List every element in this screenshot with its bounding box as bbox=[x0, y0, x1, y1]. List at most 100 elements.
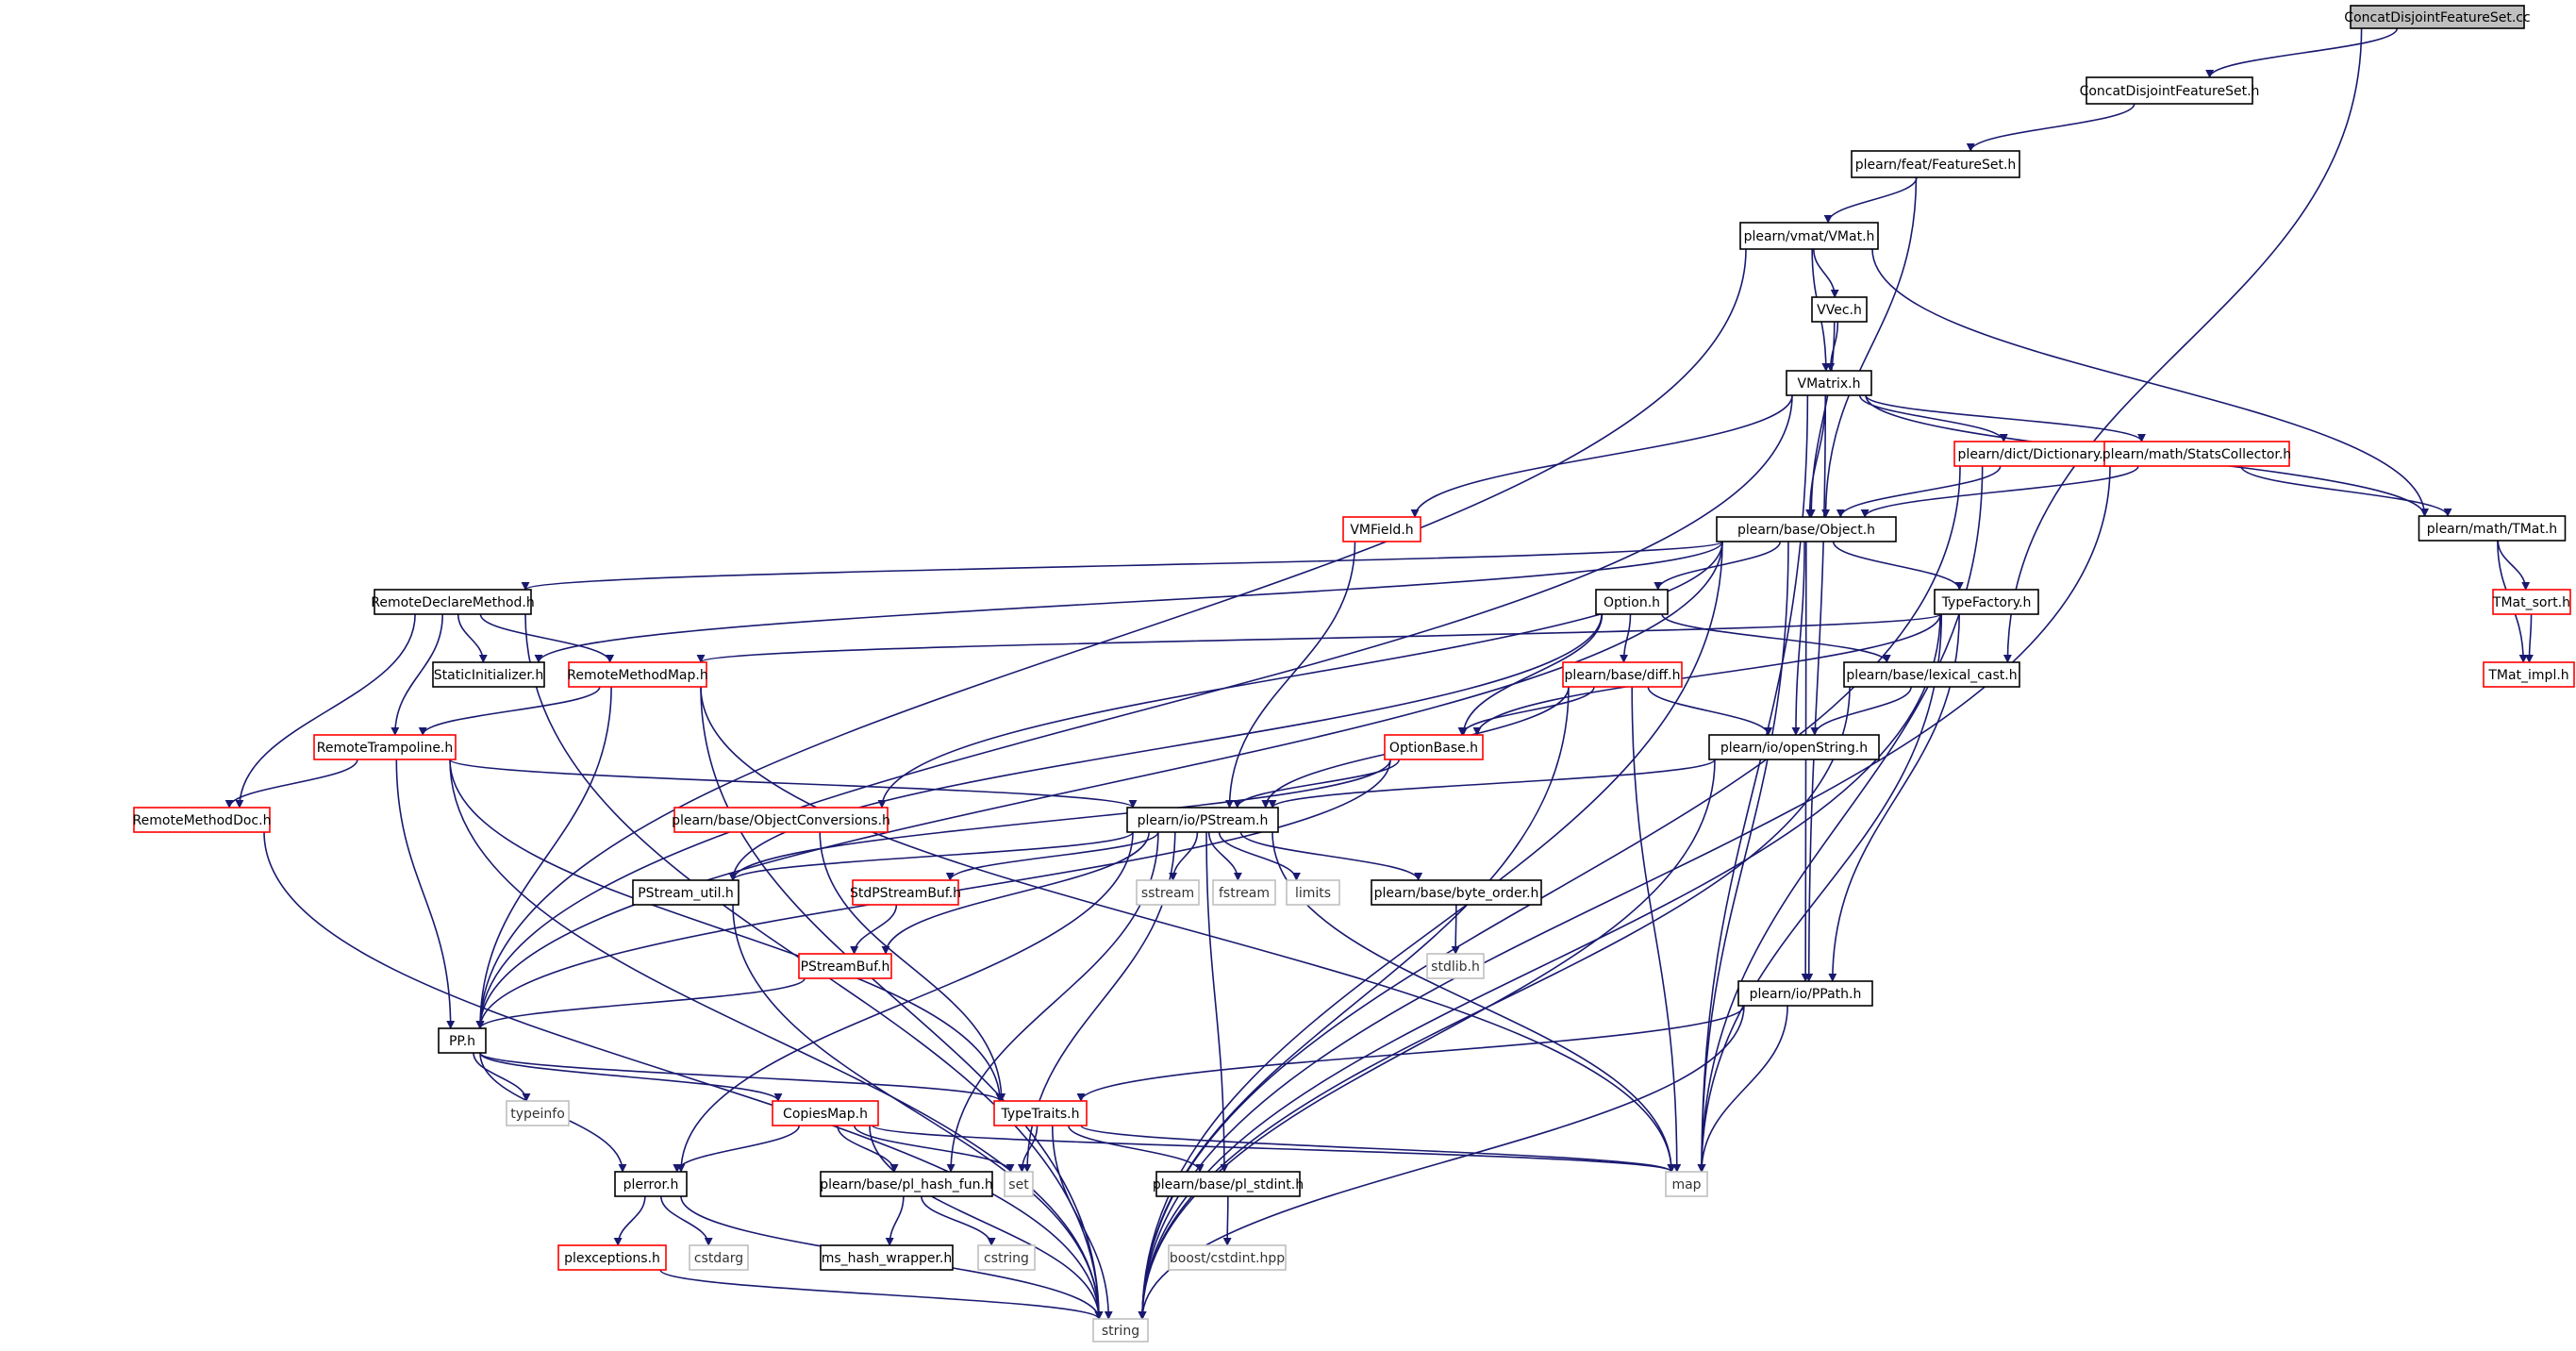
node-cstring-box bbox=[977, 1244, 1036, 1271]
node-cdfs_h-label: ConcatDisjointFeatureSet.h bbox=[2080, 84, 2260, 99]
edge-pstream-to-pstreambuf bbox=[881, 831, 1150, 955]
node-lexicalcast[interactable]: plearn/base/lexical_cast.h bbox=[1843, 661, 2020, 688]
edge-pp-to-copiesmap bbox=[479, 1052, 783, 1102]
node-remotemethodmap[interactable]: RemoteMethodMap.h bbox=[567, 661, 708, 688]
node-plerror[interactable]: plerror.h bbox=[614, 1171, 688, 1197]
node-vmfield[interactable]: VMField.h bbox=[1342, 516, 1421, 542]
node-vvec[interactable]: VVec.h bbox=[1811, 296, 1868, 323]
edge-cdfs_h-to-featureset bbox=[1966, 103, 2136, 152]
node-option-label: Option.h bbox=[1604, 595, 1660, 610]
node-set-label: set bbox=[1008, 1177, 1029, 1193]
node-objectconversions[interactable]: plearn/base/ObjectConversions.h bbox=[672, 807, 890, 833]
node-openstring[interactable]: plearn/io/openString.h bbox=[1708, 734, 1880, 760]
node-dictionary-box bbox=[1953, 441, 2116, 467]
edge-remotetrampoline-to-pstream bbox=[449, 759, 1138, 809]
edge-typefactory-to-map bbox=[1697, 613, 1943, 1173]
node-cdfs_h-box bbox=[2086, 76, 2253, 105]
node-typefactory-box bbox=[1934, 589, 2039, 615]
node-object-label: plearn/base/Object.h bbox=[1737, 523, 1875, 538]
node-typeinfo[interactable]: typeinfo bbox=[506, 1100, 570, 1126]
edge-remotemethodmap-to-string bbox=[700, 686, 1104, 1320]
node-dictionary[interactable]: plearn/dict/Dictionary.h bbox=[1953, 441, 2116, 467]
node-pp[interactable]: PP.h bbox=[438, 1027, 487, 1054]
node-pp-label: PP.h bbox=[449, 1034, 475, 1049]
edge-remotetrampoline-to-remotemethoddoc bbox=[224, 759, 358, 809]
node-ppath[interactable]: plearn/io/PPath.h bbox=[1737, 980, 1873, 1007]
node-vmat[interactable]: plearn/vmat/VMat.h bbox=[1739, 222, 1879, 250]
edge-object-to-typefactory bbox=[1832, 541, 1964, 591]
node-stdlib[interactable]: stdlib.h bbox=[1426, 953, 1485, 979]
node-diff[interactable]: plearn/base/diff.h bbox=[1562, 661, 1683, 688]
node-object[interactable]: plearn/base/Object.h bbox=[1716, 516, 1897, 542]
edge-vmatrix-to-dictionary bbox=[1858, 394, 2008, 442]
node-remotedeclare[interactable]: RemoteDeclareMethod.h bbox=[371, 589, 535, 615]
edge-remotetrampoline-to-pp bbox=[395, 759, 456, 1029]
node-typetraits[interactable]: TypeTraits.h bbox=[993, 1100, 1088, 1126]
edge-vvec-to-object bbox=[1806, 321, 1836, 518]
node-cstring[interactable]: cstring bbox=[977, 1244, 1036, 1271]
node-fstream[interactable]: fstream bbox=[1212, 879, 1276, 906]
node-tmatimpl[interactable]: TMat_impl.h bbox=[2483, 661, 2575, 688]
node-copiesmap[interactable]: CopiesMap.h bbox=[772, 1100, 879, 1126]
node-remotemethoddoc[interactable]: RemoteMethodDoc.h bbox=[133, 807, 272, 833]
edge-plstdint-to-boostcstdint bbox=[1222, 1195, 1232, 1246]
node-mshash[interactable]: ms_hash_wrapper.h bbox=[820, 1244, 954, 1271]
node-pstreamutil[interactable]: PStream_util.h bbox=[632, 879, 740, 906]
node-root-label: ConcatDisjointFeatureSet.cc bbox=[2344, 10, 2530, 25]
node-plstdint[interactable]: plearn/base/pl_stdint.h bbox=[1153, 1171, 1304, 1197]
edge-remotedeclare-to-remotemethodmap bbox=[479, 613, 615, 663]
node-stdpstreambuf[interactable]: StdPStreamBuf.h bbox=[850, 879, 961, 906]
node-tmatsort-box bbox=[2492, 589, 2571, 615]
node-vvec-label: VVec.h bbox=[1817, 303, 1862, 318]
node-map-label: map bbox=[1671, 1177, 1701, 1193]
edge-object-to-openstring bbox=[1791, 541, 1805, 736]
edge-featureset-to-object bbox=[1821, 176, 1918, 518]
node-remotedeclare-label: RemoteDeclareMethod.h bbox=[371, 595, 534, 610]
edge-copiesmap-to-map bbox=[872, 1125, 1676, 1173]
node-sstream[interactable]: sstream bbox=[1136, 879, 1200, 906]
edge-vmatrix-to-vmfield bbox=[1410, 394, 1793, 518]
node-cdfs_h[interactable]: ConcatDisjointFeatureSet.h bbox=[2080, 76, 2260, 105]
node-pstreamutil-label: PStream_util.h bbox=[638, 886, 734, 901]
node-string[interactable]: string bbox=[1092, 1318, 1149, 1343]
edge-objectconversions-to-typetraits bbox=[819, 831, 1006, 1102]
node-copiesmap-label: CopiesMap.h bbox=[783, 1107, 868, 1122]
node-typefactory[interactable]: TypeFactory.h bbox=[1934, 589, 2039, 615]
node-staticinit[interactable]: StaticInitializer.h bbox=[432, 661, 545, 688]
node-map[interactable]: map bbox=[1665, 1171, 1708, 1197]
node-remotetrampoline[interactable]: RemoteTrampoline.h bbox=[313, 734, 457, 760]
node-cstdarg[interactable]: cstdarg bbox=[689, 1244, 749, 1271]
node-byteorder[interactable]: plearn/base/byte_order.h bbox=[1371, 879, 1542, 906]
edge-root-to-cdfs_h bbox=[2205, 27, 2399, 78]
node-plhashfun[interactable]: plearn/base/pl_hash_fun.h bbox=[820, 1171, 993, 1197]
node-boostcstdint[interactable]: boost/cstdint.hpp bbox=[1168, 1244, 1287, 1271]
node-statscollector[interactable]: plearn/math/StatsCollector.h bbox=[2102, 441, 2291, 467]
node-set[interactable]: set bbox=[1004, 1171, 1034, 1197]
node-option-box bbox=[1595, 589, 1669, 615]
node-pstream[interactable]: plearn/io/PStream.h bbox=[1126, 807, 1279, 833]
edge-vmatrix-to-ppath bbox=[1804, 394, 1827, 982]
node-root[interactable]: ConcatDisjointFeatureSet.cc bbox=[2344, 5, 2531, 29]
node-copiesmap-box bbox=[772, 1100, 879, 1126]
edge-ppath-to-map bbox=[1697, 1005, 1788, 1173]
node-optionbase-box bbox=[1384, 734, 1484, 760]
edge-remotemethodmap-to-pp bbox=[475, 686, 612, 1029]
node-pstreambuf[interactable]: PStreamBuf.h bbox=[798, 953, 892, 979]
node-pstreamutil-box bbox=[632, 879, 740, 906]
node-tmat[interactable]: plearn/math/TMat.h bbox=[2418, 515, 2567, 542]
node-tmatsort[interactable]: TMat_sort.h bbox=[2492, 589, 2571, 615]
node-typetraits-label: TypeTraits.h bbox=[1001, 1107, 1080, 1122]
node-optionbase[interactable]: OptionBase.h bbox=[1384, 734, 1484, 760]
node-cstdarg-box bbox=[689, 1244, 749, 1271]
edge-pstream-to-byteorder bbox=[1239, 831, 1423, 881]
node-plexceptions[interactable]: plexceptions.h bbox=[557, 1244, 667, 1271]
node-option[interactable]: Option.h bbox=[1595, 589, 1669, 615]
node-remotetrampoline-box bbox=[313, 734, 457, 760]
node-dictionary-label: plearn/dict/Dictionary.h bbox=[1958, 447, 2112, 462]
node-limits[interactable]: limits bbox=[1286, 879, 1340, 906]
node-featureset[interactable]: plearn/feat/FeatureSet.h bbox=[1851, 150, 2020, 178]
node-vmatrix[interactable]: VMatrix.h bbox=[1786, 370, 1872, 396]
node-plhashfun-label: plearn/base/pl_hash_fun.h bbox=[820, 1177, 993, 1193]
node-boostcstdint-label: boost/cstdint.hpp bbox=[1170, 1251, 1285, 1266]
node-remotemethoddoc-box bbox=[133, 807, 271, 833]
